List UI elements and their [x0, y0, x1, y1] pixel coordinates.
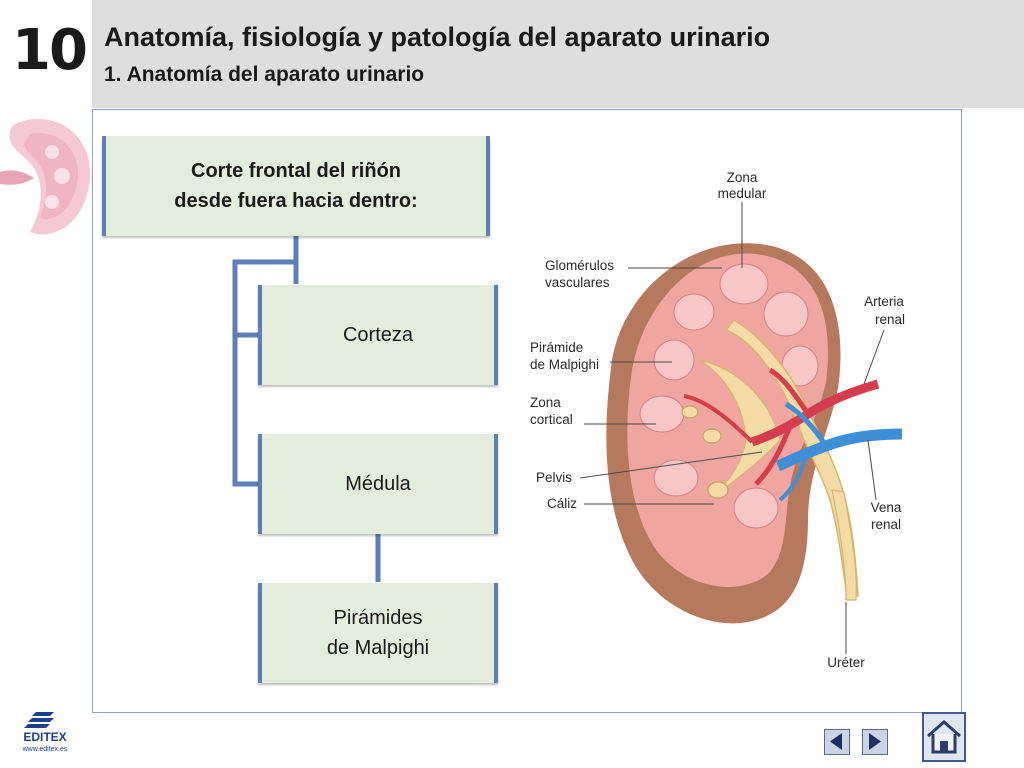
piramides-box: Pirámides de Malpighi — [258, 583, 498, 683]
medula-label: Médula — [345, 473, 411, 495]
renal-vein — [775, 428, 903, 472]
label-piramide-2: de Malpighi — [530, 357, 599, 372]
label-zona-medular-2: medular — [718, 186, 767, 201]
label-vena-1: Vena — [871, 500, 902, 515]
kidney-section-heading-box: Corte frontal del riñón desde fuera haci… — [102, 136, 490, 236]
chapter-number: 10 — [12, 18, 88, 83]
editex-logo-url: www.editex.es — [22, 746, 68, 753]
previous-slide-button[interactable] — [824, 729, 850, 755]
kidney-illustration: Zona medular Glomérulos vasculares Pirám… — [530, 170, 905, 670]
heading-line-2: desde fuera hacia dentro: — [174, 190, 418, 212]
corteza-box: Corteza — [258, 285, 498, 385]
label-arteria-1: Arteria — [864, 294, 904, 309]
piramides-label-line-2: de Malpighi — [326, 637, 430, 659]
label-glomerulos-2: vasculares — [545, 275, 610, 290]
editex-logo-text: EDITEX — [23, 730, 67, 744]
editex-logo: EDITEX www.editex.es — [14, 708, 76, 760]
heading-line-1: Corte frontal del riñón — [191, 160, 401, 182]
label-zona-cortical-2: cortical — [530, 412, 573, 427]
home-icon — [927, 720, 961, 754]
corteza-label: Corteza — [342, 324, 414, 346]
ureter — [831, 489, 857, 601]
next-slide-button[interactable] — [862, 729, 888, 755]
label-zona-cortical-1: Zona — [530, 395, 561, 410]
label-vena-2: renal — [871, 517, 901, 532]
next-arrow-icon — [869, 733, 881, 750]
medula-box: Médula — [258, 434, 498, 534]
label-piramide-1: Pirámide — [530, 340, 583, 355]
home-button[interactable] — [922, 712, 966, 762]
label-caliz: Cáliz — [547, 496, 577, 511]
prev-arrow-icon — [830, 733, 842, 750]
label-pelvis: Pelvis — [536, 470, 572, 485]
header-band — [92, 0, 1024, 108]
piramides-label-line-1: Pirámides — [333, 607, 423, 629]
kidney-thumbnail-image — [0, 118, 91, 235]
slide-subtitle: 1. Anatomía del aparato urinario — [104, 63, 425, 86]
slide-title: Anatomía, fisiología y patología del apa… — [104, 22, 771, 52]
label-glomerulos-1: Glomérulos — [545, 258, 614, 273]
label-ureter: Uréter — [827, 655, 865, 670]
label-arteria-2: renal — [875, 312, 905, 327]
editex-logo-mark-icon — [24, 712, 54, 728]
renal-artery — [750, 379, 880, 447]
label-zona-medular-1: Zona — [727, 170, 758, 185]
